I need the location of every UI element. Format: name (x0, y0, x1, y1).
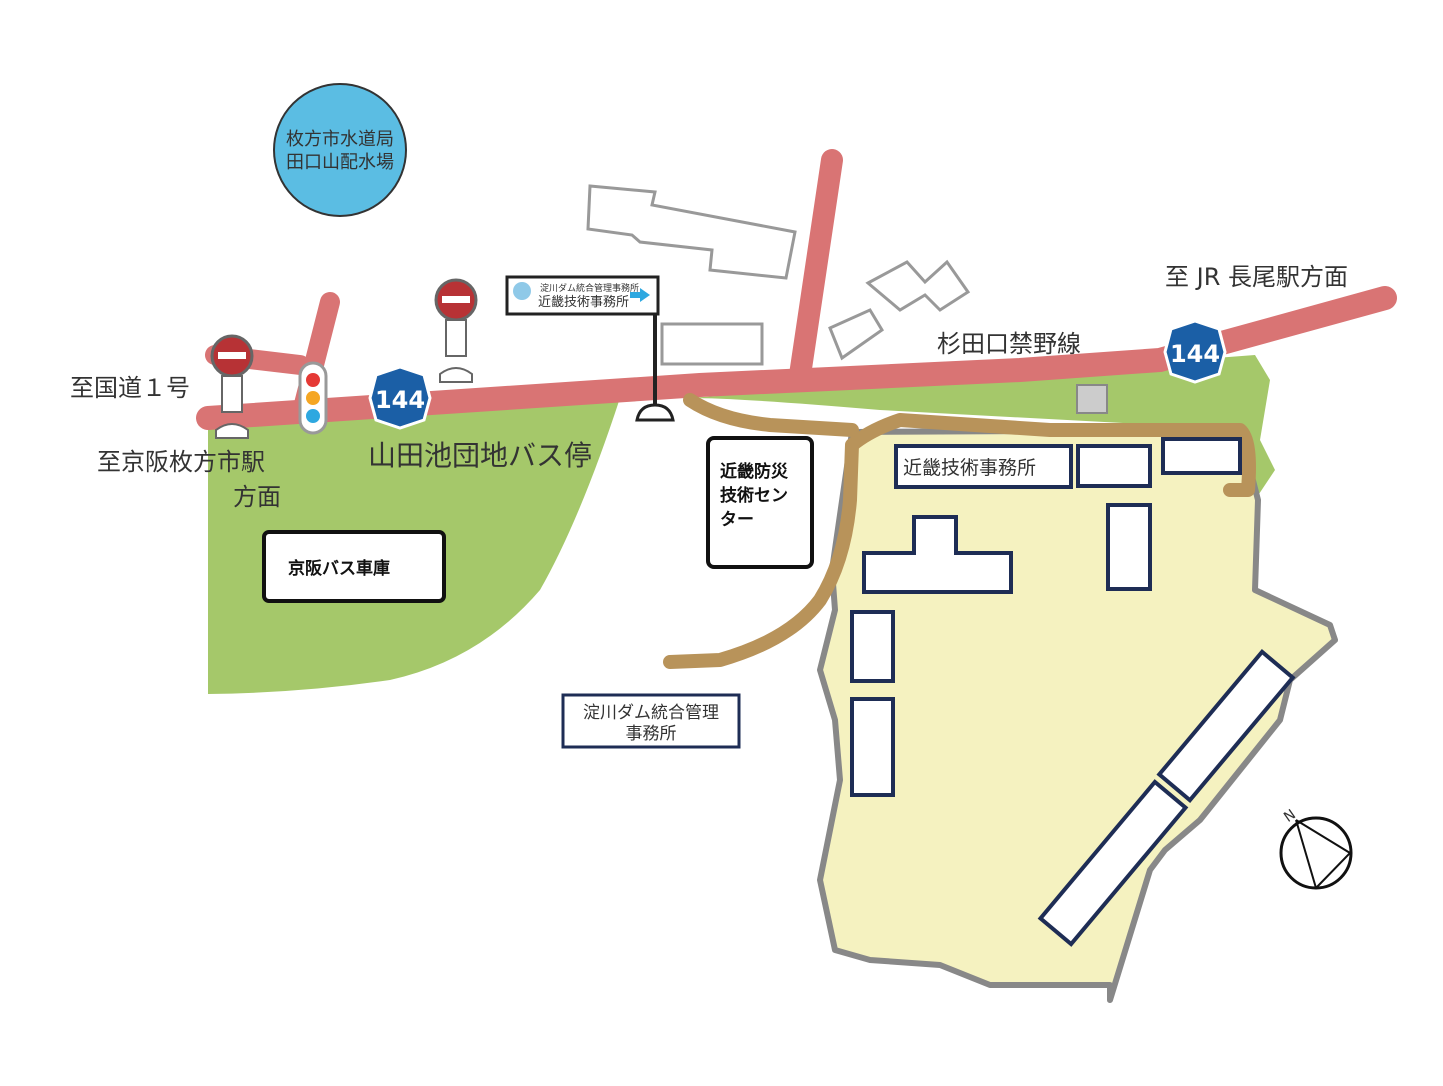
site-building-t-shaped (862, 515, 1013, 594)
access-road (663, 413, 1256, 669)
kinki-office-label: 近畿技術事務所 (903, 457, 1036, 479)
disaster-center-label-3: ター (720, 510, 754, 530)
svg-text:144: 144 (375, 386, 425, 414)
site-building-diagonal-1 (1156, 649, 1296, 803)
svg-text:144: 144 (1170, 340, 1220, 368)
building-apartment-2 (865, 259, 971, 312)
to-jr-label: 至 JR 長尾駅方面 (1165, 263, 1348, 291)
sign-small-label: 淀川ダム統合管理事務所 (540, 282, 639, 294)
site-building-diagonal-2 (1037, 779, 1189, 947)
site-building-5 (850, 697, 895, 797)
main-road (196, 286, 1397, 430)
bus-depot-label: 京阪バス車庫 (288, 558, 390, 579)
sign-main-label: 近畿技術事務所 (538, 295, 629, 310)
access-road-link (683, 393, 859, 437)
disaster-center-box (706, 436, 814, 569)
site-building-1 (1076, 444, 1152, 488)
building-apartment-3 (828, 308, 885, 361)
bus-stop-label: 山田池団地バス停 (368, 439, 592, 472)
building-small (660, 322, 764, 366)
site-building-3 (1106, 503, 1152, 591)
gate-box (1076, 384, 1108, 414)
to-keihan-label-2: 方面 (233, 483, 281, 511)
road-name-label: 杉田口禁野線 (937, 330, 1081, 358)
dam-office-box (561, 693, 741, 749)
traffic-light-icon (298, 361, 328, 435)
route-144-shield-east: 144 (1163, 319, 1227, 384)
water-station-label-1: 枚方市水道局 (286, 129, 394, 150)
green-strip-east (690, 355, 1275, 500)
water-station-label-2: 田口山配水場 (286, 152, 394, 173)
disaster-center-label-2: 技術セン (720, 485, 788, 506)
bus-stop-icon-west (210, 334, 254, 439)
to-route1-label: 至国道１号 (70, 374, 190, 402)
kinki-office-building (894, 444, 1073, 489)
disaster-center-label-1: 近畿防災 (720, 461, 789, 482)
dam-office-label-1: 淀川ダム統合管理 (583, 703, 719, 723)
route-144-shield-west: 144 (368, 365, 432, 430)
building-apartment-1 (586, 184, 797, 280)
side-road-north (789, 149, 843, 386)
arrow-right-icon (640, 288, 650, 302)
direction-signboard: 淀川ダム統合管理事務所 近畿技術事務所 (505, 275, 675, 422)
dam-office-label-2: 事務所 (626, 724, 677, 744)
north-arrow-icon: N (1279, 807, 1353, 890)
bus-depot-box (262, 530, 446, 603)
site-building-2 (1161, 437, 1242, 475)
site-building-4 (850, 610, 895, 683)
water-station-circle (273, 83, 407, 217)
bus-stop-icon-east (434, 278, 478, 383)
to-keihan-label: 至京阪枚方市駅 (97, 448, 265, 476)
